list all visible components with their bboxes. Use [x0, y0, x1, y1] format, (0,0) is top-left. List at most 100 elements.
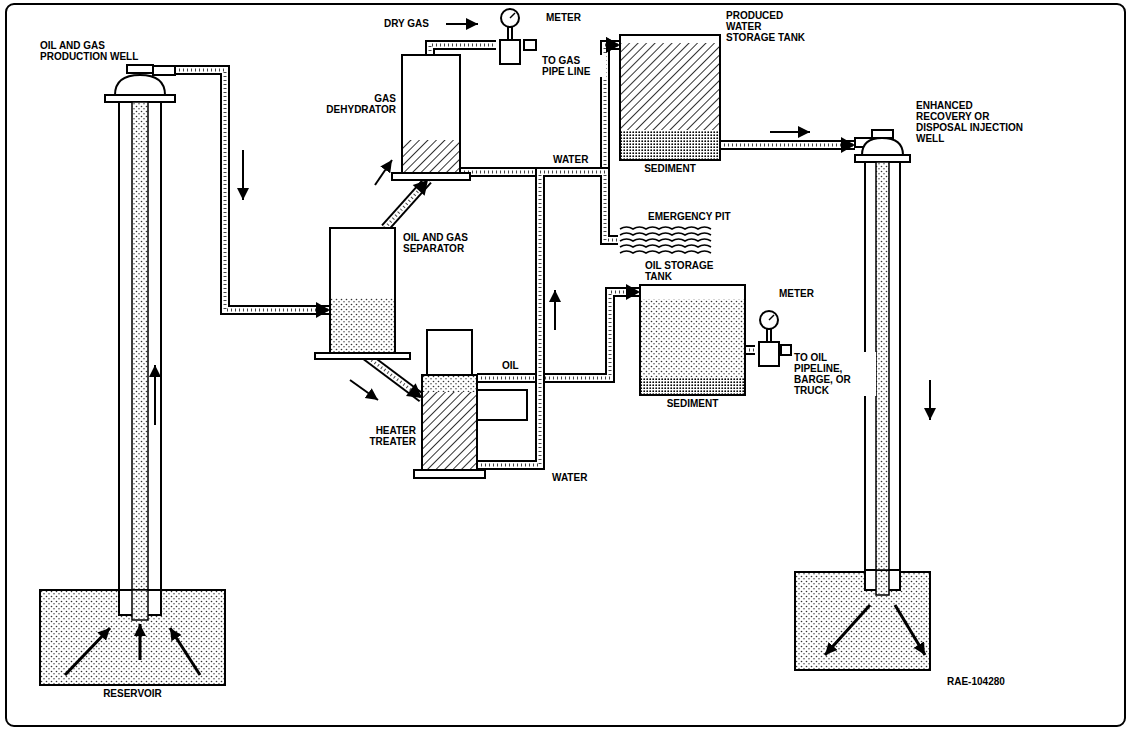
oil-meter: METER	[755, 310, 781, 365]
pipe-connector	[430, 45, 496, 55]
pipe-wall	[477, 45, 620, 465]
water-storage-tank-shape	[620, 35, 720, 160]
rect-part	[641, 299, 744, 377]
pipe-connector	[477, 172, 618, 465]
rect-part	[132, 102, 148, 590]
rect-part	[402, 55, 460, 173]
note-label: TO OIL PIPELINE, BARGE, OR TRUCK	[792, 352, 876, 396]
line-part	[769, 315, 774, 320]
heater-treater: HEATER TREATER	[422, 330, 477, 480]
rect-part	[427, 330, 472, 375]
equipment-label: OIL AND GAS PRODUCTION WELL	[40, 40, 140, 62]
pipe-wall	[477, 172, 618, 465]
pipe-bore	[175, 70, 330, 310]
rect-part	[621, 43, 719, 130]
rect-part	[508, 27, 512, 40]
line-part	[154, 365, 156, 425]
flow-label: WATER	[551, 154, 590, 165]
rect-part	[767, 329, 771, 342]
rect-part	[119, 102, 161, 590]
rect-part	[524, 40, 536, 50]
note-label: TO GAS PIPE LINE	[540, 55, 606, 77]
rect-part	[621, 130, 719, 159]
arrow-head	[606, 37, 620, 53]
rect-part	[315, 353, 410, 359]
rect-part	[403, 140, 459, 172]
line-part	[350, 380, 378, 400]
arrow-head	[413, 180, 428, 196]
pipe-connector	[460, 37, 620, 172]
reservoir-shape	[40, 590, 225, 685]
equipment-label: METER	[779, 288, 829, 299]
pipe-fluid	[745, 349, 755, 352]
path-part	[620, 245, 711, 247]
arrow-head	[316, 302, 330, 318]
rect-part	[330, 228, 395, 353]
pipe-bore	[477, 45, 620, 465]
pipe-connector	[477, 37, 620, 465]
equipment-label: METER	[546, 12, 596, 23]
rect-part	[127, 65, 153, 73]
line-part	[65, 628, 110, 675]
arrow-head	[406, 383, 422, 398]
gas-dehydrator: GAS DEHYDRATOR	[402, 55, 460, 180]
pipe-wall	[385, 180, 428, 228]
line-part	[825, 605, 870, 655]
equipment-label: ENHANCED RECOVERY OR DISPOSAL INJECTION …	[916, 100, 1026, 144]
pipe-fluid	[385, 180, 428, 228]
gas-meter: METER	[496, 8, 524, 70]
pipe-bore	[385, 180, 428, 228]
circle-part	[501, 9, 519, 27]
rect-part	[392, 173, 470, 180]
injection-well: ENHANCED RECOVERY OR DISPOSAL INJECTION …	[855, 130, 910, 570]
pipe-connector	[175, 70, 330, 318]
pipe-bore	[477, 292, 640, 378]
equipment-label: SEDIMENT	[640, 398, 745, 409]
rect-part	[855, 155, 910, 162]
pipe-connector	[720, 137, 855, 153]
equipment-label: EMERGENCY PIT	[648, 211, 748, 222]
rect-part	[153, 66, 175, 75]
pipe-bore	[745, 347, 755, 353]
rect-part	[620, 35, 720, 160]
pipe-fluid	[175, 70, 330, 310]
oil-storage-tank-shape	[640, 285, 745, 395]
path-part	[620, 227, 711, 229]
path-part	[620, 239, 711, 241]
line-part	[895, 605, 925, 655]
pipe-fluid	[477, 292, 640, 378]
rect-part	[6, 4, 1125, 726]
emergency-pit-shape	[618, 225, 713, 259]
separator-vessel-shape	[330, 228, 395, 353]
oil-meter-shape	[755, 310, 781, 365]
path-part	[115, 75, 165, 95]
rect-part	[132, 590, 148, 620]
rect-part	[640, 285, 745, 395]
rect-part	[872, 130, 893, 138]
rect-part	[105, 95, 175, 102]
gas-meter-shape	[496, 8, 524, 70]
equipment-label: HEATER TREATER	[356, 425, 416, 447]
path-part	[862, 138, 903, 155]
line-part	[929, 380, 931, 420]
rect-part	[331, 298, 394, 352]
line-part	[170, 628, 200, 675]
equipment-label: PRODUCED WATER STORAGE TANK	[726, 10, 806, 43]
separator-vessel: OIL AND GAS SEPARATOR	[330, 228, 395, 353]
equipment-label: SEDIMENT	[620, 163, 720, 174]
rect-part	[876, 162, 889, 570]
rect-part	[759, 342, 779, 366]
arrow-head	[606, 37, 620, 53]
path-part	[620, 251, 711, 253]
pipe-wall	[745, 345, 755, 355]
pipe-connector	[385, 180, 428, 228]
pipe-fluid	[477, 45, 620, 465]
rect-part	[423, 392, 476, 469]
rect-part	[795, 572, 930, 670]
line-part	[139, 624, 142, 660]
pipe-fluid	[430, 45, 496, 55]
path-part	[620, 233, 711, 235]
pipe-wall	[720, 140, 855, 150]
emergency-pit: EMERGENCY PIT	[618, 225, 713, 259]
